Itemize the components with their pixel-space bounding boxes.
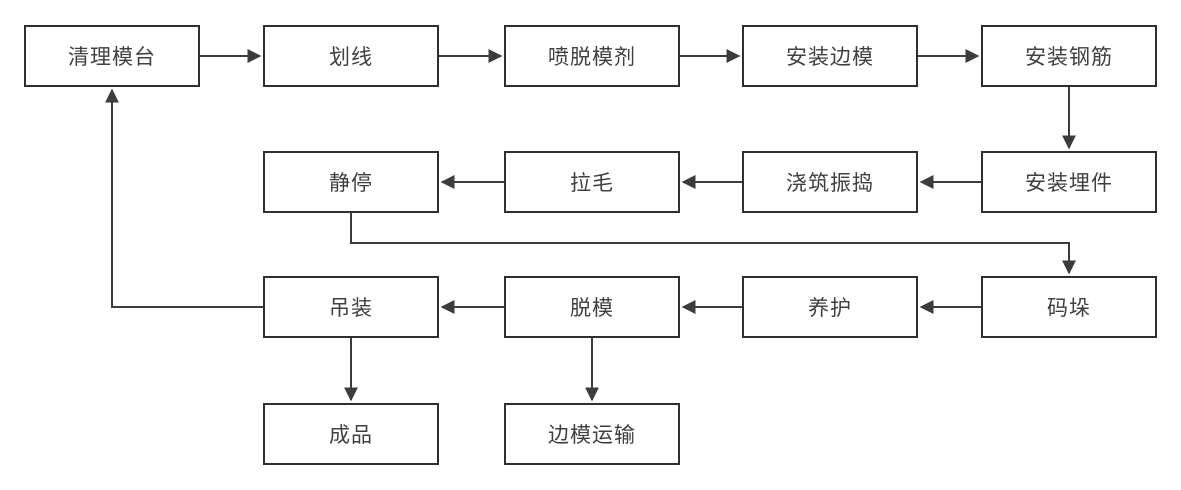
node-pour-vibrate: 浇筑振捣 [742, 151, 918, 213]
node-demold-label: 脱模 [570, 297, 614, 320]
node-spray-release-agent: 喷脱模剂 [504, 25, 680, 87]
node-stack: 码垛 [981, 276, 1157, 338]
node-scribe-lines-label: 划线 [329, 46, 373, 69]
node-lift: 吊装 [263, 276, 439, 338]
node-install-side-forms: 安装边模 [742, 25, 918, 87]
node-install-rebar: 安装钢筋 [981, 25, 1157, 87]
node-side-form-transport-label: 边模运输 [548, 424, 636, 447]
node-cure-label: 养护 [808, 297, 852, 320]
node-pour-vibrate-label: 浇筑振捣 [786, 172, 874, 195]
node-roughen: 拉毛 [504, 151, 680, 213]
node-spray-release-agent-label: 喷脱模剂 [548, 46, 636, 69]
node-scribe-lines: 划线 [263, 25, 439, 87]
arrow-lift-to-clean [105, 88, 263, 308]
node-lift-label: 吊装 [329, 297, 373, 320]
arrow-rest-to-stack [350, 213, 1076, 275]
node-rest: 静停 [263, 151, 439, 213]
node-install-rebar-label: 安装钢筋 [1025, 46, 1113, 69]
node-install-side-forms-label: 安装边模 [786, 46, 874, 69]
node-roughen-label: 拉毛 [570, 172, 614, 195]
node-cure: 养护 [742, 276, 918, 338]
node-clean-platform-label: 清理模台 [68, 46, 156, 69]
node-clean-platform: 清理模台 [24, 25, 200, 87]
node-finished-product-label: 成品 [329, 424, 373, 447]
node-demold: 脱模 [504, 276, 680, 338]
node-side-form-transport: 边模运输 [504, 403, 680, 465]
node-install-embeds: 安装埋件 [981, 151, 1157, 213]
node-rest-label: 静停 [329, 172, 373, 195]
node-install-embeds-label: 安装埋件 [1025, 172, 1113, 195]
node-stack-label: 码垛 [1047, 297, 1091, 320]
node-finished-product: 成品 [263, 403, 439, 465]
